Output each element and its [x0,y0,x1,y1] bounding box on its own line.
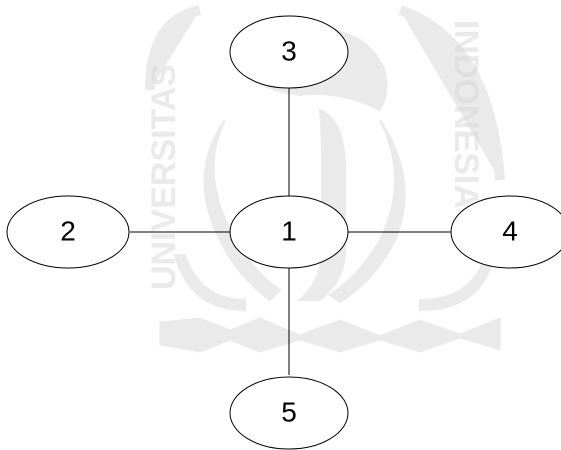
node-3-label: 3 [281,35,297,66]
node-4-label: 4 [502,215,518,246]
node-1: 1 [230,196,348,268]
node-2-label: 2 [60,215,76,246]
node-4: 4 [451,196,561,268]
node-3: 3 [230,16,348,88]
node-2: 2 [7,196,129,268]
node-5-label: 5 [281,396,297,427]
node-1-label: 1 [281,215,297,246]
watermark-right-text: INDONESIA [447,20,485,209]
node-5: 5 [230,377,348,449]
